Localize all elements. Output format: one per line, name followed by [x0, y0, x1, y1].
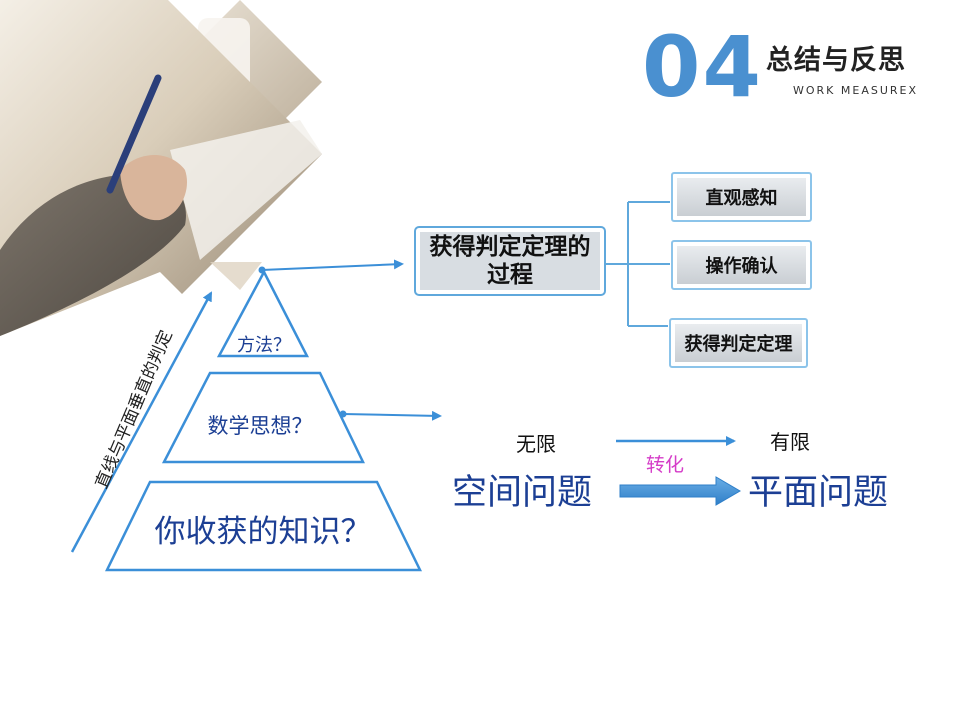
side-arrow [70, 291, 213, 553]
space-problem-label: 空间问题 [452, 473, 593, 513]
process-step-confirm: 操作确认 [671, 240, 812, 290]
section-number: 04 [642, 18, 763, 116]
top-to-process-arrow [261, 259, 404, 271]
hand-shape [120, 155, 188, 221]
pyramid-top-label: 方法？ [237, 335, 291, 356]
paper-sheet-shape [170, 120, 322, 260]
finite-label: 有限 [770, 430, 810, 454]
middle-to-conversion-arrow [342, 410, 442, 421]
pyramid-bottom-tier [104, 480, 423, 572]
thick-conversion-arrow [619, 476, 741, 506]
process-step-intuitive: 直观感知 [671, 172, 812, 222]
pyramid-middle-label: 数学思想？ [207, 414, 313, 438]
process-step-label: 直观感知 [677, 178, 806, 216]
process-step-label: 获得判定定理 [675, 324, 802, 362]
process-tree-connector [606, 201, 670, 327]
process-step-theorem: 获得判定定理 [669, 318, 808, 368]
pyramid-middle-tier [161, 371, 365, 464]
sleeve-shape [0, 174, 186, 336]
process-main-box: 获得判定定理的过程 [414, 226, 606, 296]
plane-problem-label: 平面问题 [748, 473, 889, 513]
photo-diamond-small [210, 262, 262, 290]
infinite-label: 无限 [516, 432, 556, 456]
process-main-label: 获得判定定理的过程 [420, 232, 600, 290]
pen-shape [106, 74, 162, 194]
knowledge-pyramid [104, 269, 423, 572]
section-subtitle: WORK MEASUREX [793, 84, 919, 97]
process-step-label: 操作确认 [677, 246, 806, 284]
pyramid-top-tier [216, 269, 310, 358]
section-title: 总结与反思 [766, 45, 906, 76]
pyramid-bottom-label: 你收获的知识？ [154, 514, 372, 550]
photo-collage [0, 0, 322, 336]
transform-label: 转化 [646, 454, 685, 476]
